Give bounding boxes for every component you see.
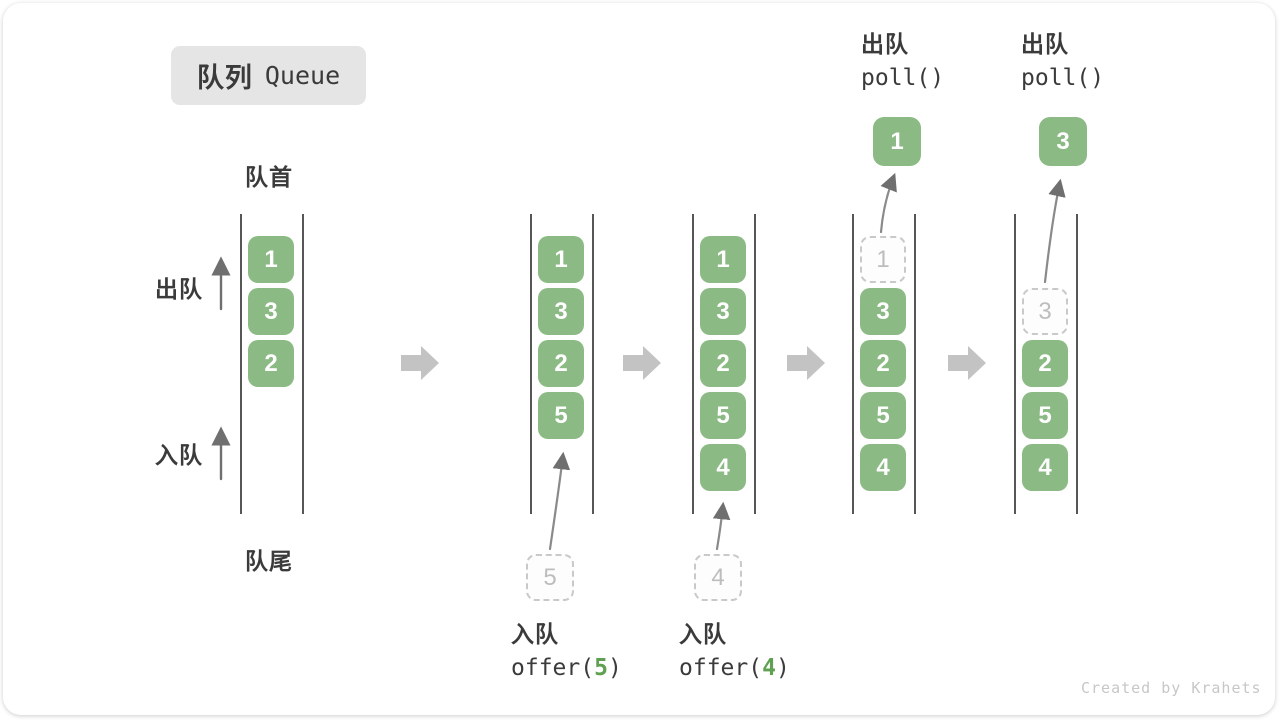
code-arg: 5: [594, 655, 608, 681]
queue-wall: [592, 214, 594, 514]
popped-value-box: 1: [873, 117, 921, 166]
queue-wall: [302, 214, 304, 514]
queue-item-filled: 5: [538, 392, 584, 439]
title-en: Queue: [264, 61, 341, 90]
flow-arrow-icon: [787, 346, 825, 380]
diagram-card: 队列 Queue 队首 出队 入队 队尾: [3, 3, 1275, 715]
title-zh: 队列: [196, 63, 253, 93]
queue-wall: [914, 214, 916, 514]
queue-wall: [1014, 214, 1016, 514]
dequeue-op-code: poll(): [861, 65, 945, 91]
code-arg: 4: [762, 655, 776, 681]
queue-item-ghost: 3: [1022, 288, 1068, 335]
poll3-remove-arrow-icon: [1043, 178, 1066, 284]
queue-item-filled: 2: [538, 340, 584, 387]
queue-item-filled: 5: [860, 392, 906, 439]
pending-value-box: 5: [526, 554, 574, 601]
popped-value-box: 3: [1039, 117, 1087, 166]
enqueue-op-code: offer(4): [679, 657, 790, 680]
enqueue-direction-label: 入队: [155, 442, 203, 468]
flow-arrow-icon: [401, 346, 439, 380]
queue-item-ghost: 1: [860, 236, 906, 283]
queue-front-label: 队首: [245, 164, 293, 190]
dequeue-op-label: 出队: [1021, 31, 1069, 57]
pending-value-box: 4: [694, 554, 742, 601]
queue-item-filled: 3: [248, 288, 294, 335]
dequeue-op-label: 出队: [861, 31, 909, 57]
queue-item-filled: 3: [538, 288, 584, 335]
dequeue-operation-1: 出队 poll(): [861, 33, 944, 90]
queue-item-filled: 1: [700, 236, 746, 283]
queue-item-filled: 2: [1022, 340, 1068, 387]
queue-item-filled: 2: [700, 340, 746, 387]
queue-wall: [240, 214, 242, 514]
enqueue-operation-2: 入队 offer(4): [679, 623, 790, 680]
flow-arrow-icon: [948, 346, 986, 380]
flow-arrow-icon: [623, 346, 661, 380]
queue-item-filled: 3: [700, 288, 746, 335]
queue-rear-label: 队尾: [245, 548, 293, 574]
enqueue-operation-1: 入队 offer(5): [511, 623, 622, 680]
queue-item-filled: 4: [1022, 444, 1068, 491]
enqueue-op-label: 入队: [679, 621, 727, 647]
dequeue-direction-label: 出队: [155, 276, 203, 302]
queue-wall: [852, 214, 854, 514]
queue-item-filled: 1: [248, 236, 294, 283]
dequeue-operation-2: 出队 poll(): [1021, 33, 1104, 90]
code-text: offer(: [679, 655, 763, 681]
diagram-title: 队列 Queue: [171, 46, 366, 105]
queue-wall: [1076, 214, 1078, 514]
enqueue-op-code: offer(5): [511, 657, 622, 680]
queue-item-filled: 4: [860, 444, 906, 491]
queue-item-filled: 1: [538, 236, 584, 283]
queue-item-filled: 4: [700, 444, 746, 491]
poll1-remove-arrow-icon: [879, 172, 897, 234]
queue-item-filled: 2: [860, 340, 906, 387]
queue-item-filled: 5: [1022, 392, 1068, 439]
queue-wall: [754, 214, 756, 514]
code-text: ): [775, 655, 790, 681]
queue-item-filled: 3: [860, 288, 906, 335]
queue-item-filled: 5: [700, 392, 746, 439]
watermark: Created by Krahets: [1081, 679, 1262, 697]
offer4-insert-arrow-icon: [712, 501, 731, 551]
offer5-insert-arrow-icon: [548, 451, 571, 551]
queue-wall: [692, 214, 694, 514]
dequeue-op-code: poll(): [1021, 65, 1105, 91]
enqueue-op-label: 入队: [511, 621, 559, 647]
code-text: ): [607, 655, 622, 681]
arrows-overlay: [211, 172, 1066, 551]
queue-wall: [530, 214, 532, 514]
code-text: offer(: [511, 655, 595, 681]
queue-item-filled: 2: [248, 340, 294, 387]
